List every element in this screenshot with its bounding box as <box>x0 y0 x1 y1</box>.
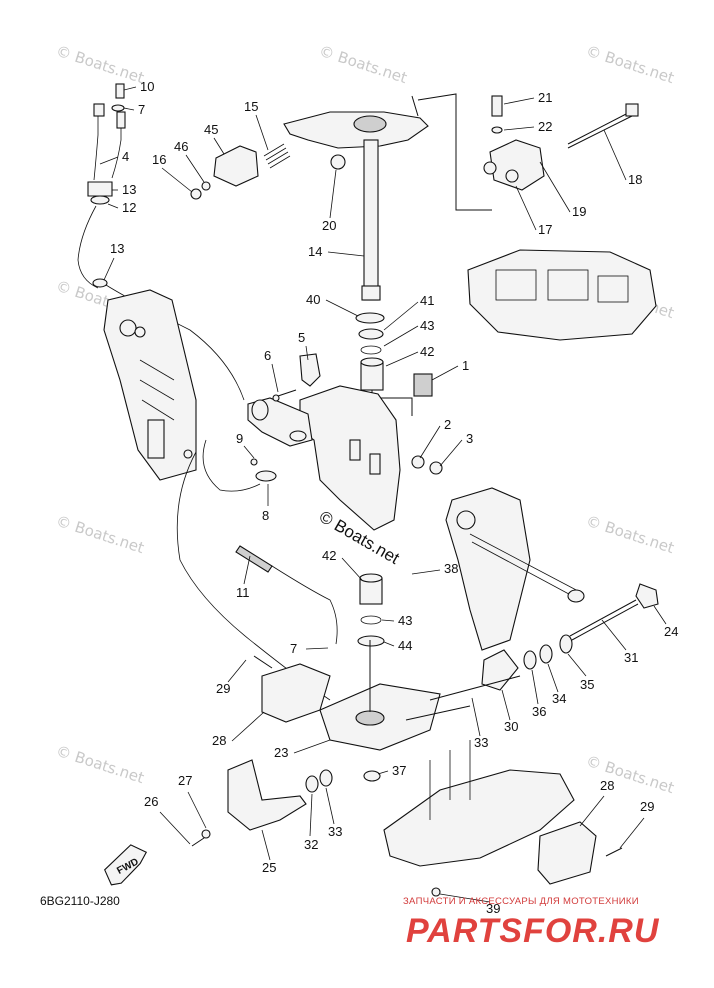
callout-32: 32 <box>304 837 318 852</box>
callout-29: 29 <box>216 681 230 696</box>
callout-34: 34 <box>552 691 566 706</box>
callout-14: 14 <box>308 244 322 259</box>
callout-25: 25 <box>262 860 276 875</box>
callout-26: 26 <box>144 794 158 809</box>
callout-44: 44 <box>398 638 412 653</box>
callout-7: 7 <box>138 102 145 117</box>
callout-19: 19 <box>572 204 586 219</box>
brand-tagline: ЗАПЧАСТИ И АКСЕССУАРЫ ДЛЯ МОТОТЕХНИКИ <box>403 896 639 907</box>
callout-8: 8 <box>262 508 269 523</box>
callout-5: 5 <box>298 330 305 345</box>
fwd-arrow-icon: FWD <box>104 844 148 886</box>
callout-9: 9 <box>236 431 243 446</box>
diagram-code: 6BG2110-J280 <box>40 894 120 908</box>
callout-37: 37 <box>392 763 406 778</box>
callout-24: 24 <box>664 624 678 639</box>
callout-41: 41 <box>420 293 434 308</box>
callout-28: 28 <box>212 733 226 748</box>
callout-35: 35 <box>580 677 594 692</box>
callout-28b: 28 <box>600 778 614 793</box>
callout-12: 12 <box>122 200 136 215</box>
callout-20: 20 <box>322 218 336 233</box>
callout-38: 38 <box>444 561 458 576</box>
callout-45: 45 <box>204 122 218 137</box>
callout-36: 36 <box>532 704 546 719</box>
callout-42b: 42 <box>322 548 336 563</box>
watermark: © Boats.net <box>584 752 677 797</box>
callout-10: 10 <box>140 79 154 94</box>
callout-30: 30 <box>504 719 518 734</box>
watermark: © Boats.net <box>584 42 677 87</box>
parts-drawing <box>77 83 659 897</box>
callout-43b: 43 <box>398 613 412 628</box>
callout-3: 3 <box>466 431 473 446</box>
brand-logo: ЗАПЧАСТИ И АКСЕССУАРЫ ДЛЯ МОТОТЕХНИКИ PA… <box>403 896 660 950</box>
callout-labels: 10 7 4 13 12 13 15 45 46 16 20 14 21 22 … <box>110 79 678 916</box>
callout-11: 11 <box>236 585 250 600</box>
watermark: © Boats.net <box>54 42 147 87</box>
callout-21: 21 <box>538 90 552 105</box>
leader-lines <box>99 86 667 903</box>
callout-15: 15 <box>244 99 258 114</box>
callout-33b: 33 <box>328 824 342 839</box>
watermark: © Boats.net <box>54 512 147 557</box>
callout-33: 33 <box>474 735 488 750</box>
callout-42: 42 <box>420 344 434 359</box>
callout-31: 31 <box>624 650 638 665</box>
callout-13b: 13 <box>110 241 124 256</box>
callout-17: 17 <box>538 222 552 237</box>
callout-40: 40 <box>306 292 320 307</box>
watermark: © Boats.net <box>54 742 147 787</box>
watermark: © Boats.net <box>584 512 677 557</box>
callout-4: 4 <box>122 149 129 164</box>
callout-29b: 29 <box>640 799 654 814</box>
watermark: © Boats.net <box>317 42 410 87</box>
callout-39: 39 <box>486 901 500 916</box>
callout-2: 2 <box>444 417 451 432</box>
callout-16: 16 <box>152 152 166 167</box>
callout-1: 1 <box>462 358 469 373</box>
brand-name: PARTSFOR.RU <box>406 912 660 950</box>
callout-13: 13 <box>122 182 136 197</box>
callout-46: 46 <box>174 139 188 154</box>
callout-6: 6 <box>264 348 271 363</box>
callout-23: 23 <box>274 745 288 760</box>
callout-7b: 7 <box>290 641 297 656</box>
callout-27: 27 <box>178 773 192 788</box>
callout-22: 22 <box>538 119 552 134</box>
callout-43: 43 <box>420 318 434 333</box>
callout-18: 18 <box>628 172 642 187</box>
